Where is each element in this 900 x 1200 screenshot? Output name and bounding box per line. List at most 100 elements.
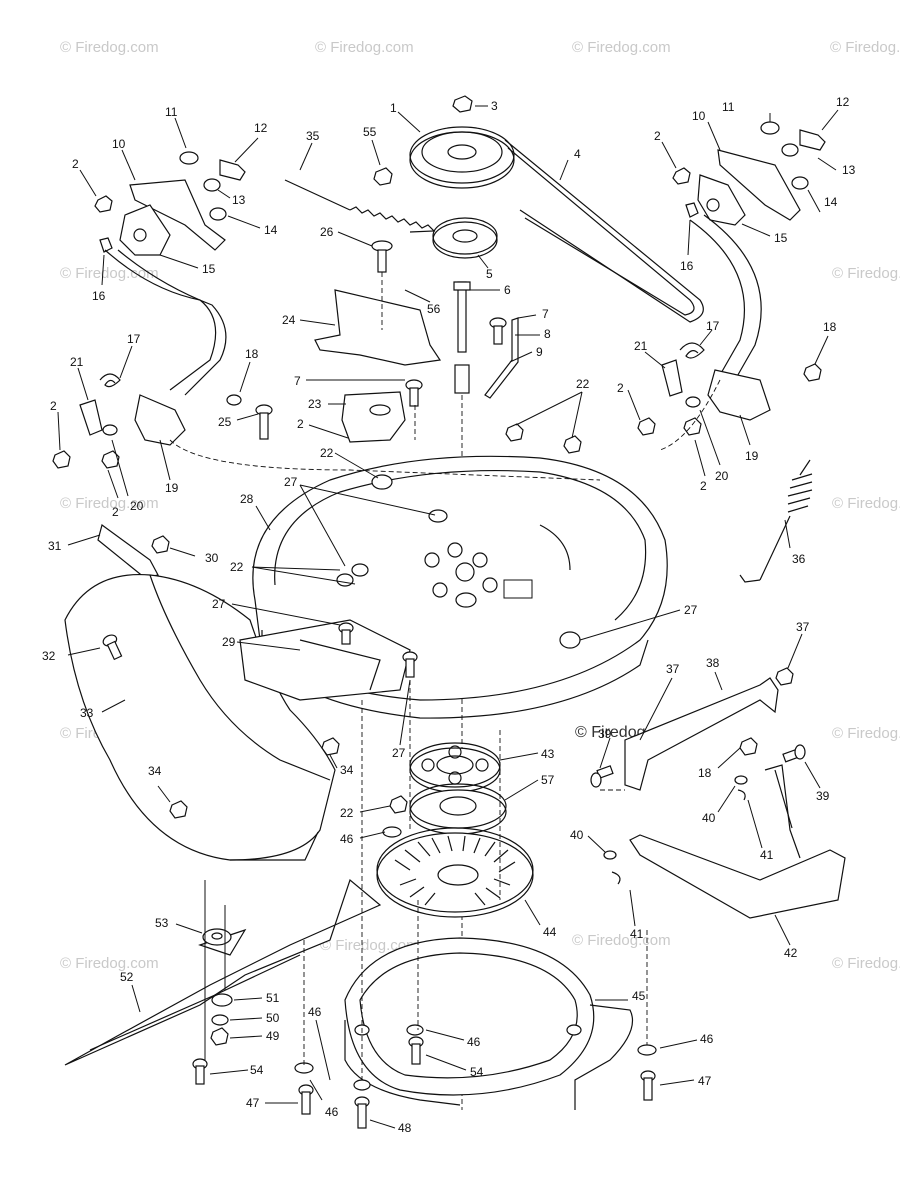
spring-36 [759, 459, 813, 581]
idler-bracket-24 [314, 289, 442, 366]
left-lower-bracket [52, 373, 242, 469]
callout-labels: 1 3 4 55 35 26 5 56 6 7 8 9 24 7 23 25 2… [42, 95, 856, 1135]
callout-label: 20 [130, 499, 144, 513]
watermark: © Firedog.com [320, 937, 419, 954]
washer-53 [202, 928, 232, 946]
callout-label: 14 [264, 223, 278, 237]
callout-label: 22 [230, 560, 244, 574]
shaft-6 [457, 281, 467, 353]
callout-label: 11 [165, 105, 178, 119]
callout-label: 45 [632, 989, 646, 1003]
callout-label: 37 [796, 620, 810, 634]
watermark: © Firedog.com [60, 265, 159, 282]
nut-22c [389, 795, 408, 814]
callout-label: 55 [363, 125, 377, 139]
bolt-48 [354, 1096, 370, 1129]
callout-label: 20 [715, 469, 729, 483]
bolt-27 [338, 622, 418, 678]
callout-label: 21 [634, 339, 648, 353]
callout-label: 49 [266, 1029, 280, 1043]
bolt-25 [255, 404, 273, 440]
callout-label: 19 [165, 481, 179, 495]
watermark: © Firedog.com [572, 932, 671, 949]
callout-label: 25 [218, 415, 232, 429]
nut-34b [169, 800, 188, 819]
washer-46 [382, 826, 402, 838]
callout-label: 3 [491, 99, 498, 113]
callout-label: 17 [706, 319, 720, 333]
callout-label: 46 [308, 1005, 322, 1019]
callout-label: 28 [240, 492, 254, 506]
callout-label: 14 [824, 195, 838, 209]
callout-label: 47 [698, 1074, 712, 1088]
callout-label: 8 [544, 327, 551, 341]
callout-label: 15 [202, 262, 216, 276]
callout-label: 35 [306, 129, 320, 143]
callout-label: 1 [390, 101, 397, 115]
callout-label: 2 [700, 479, 707, 493]
plate-23 [341, 391, 406, 443]
discharge-chute-33 [64, 573, 336, 861]
callout-label: 33 [80, 706, 94, 720]
callout-label: 2 [654, 129, 661, 143]
callout-label: 27 [392, 746, 406, 760]
callout-label: 9 [536, 345, 543, 359]
right-lift-arm [689, 219, 746, 376]
link-rod-42 [629, 834, 846, 919]
callout-label: 42 [784, 946, 798, 960]
callout-label: 29 [222, 635, 236, 649]
lift-bracket-38 [624, 677, 779, 791]
clip-41b [611, 871, 621, 885]
fan-44 [376, 827, 534, 918]
callout-label: 12 [254, 121, 268, 135]
callout-label: 27 [684, 603, 698, 617]
watermark: © Firedog.com [315, 39, 414, 56]
callout-label: 51 [266, 991, 280, 1005]
callout-label: 2 [617, 381, 624, 395]
spindle-57 [409, 783, 507, 835]
bolt-54-center [408, 1036, 424, 1065]
callout-label: 50 [266, 1011, 280, 1025]
bolt-47-right [640, 1070, 656, 1101]
callout-label: 46 [467, 1035, 481, 1049]
washer-46-bottom [353, 1079, 371, 1091]
callout-label: 38 [706, 656, 720, 670]
nut-22 [505, 423, 524, 442]
callout-label: 18 [823, 320, 837, 334]
callout-label: 6 [504, 283, 511, 297]
callout-label: 18 [245, 347, 259, 361]
callout-label: 48 [398, 1121, 412, 1135]
callout-label: 22 [576, 377, 590, 391]
nut-34a [321, 737, 340, 756]
callout-label: 46 [340, 832, 354, 846]
callout-label: 17 [127, 332, 141, 346]
callout-label: 40 [702, 811, 716, 825]
callout-label: 2 [297, 417, 304, 431]
callout-label: 32 [42, 649, 56, 663]
boxed-callout-frame [503, 579, 533, 599]
callout-label: 46 [325, 1105, 339, 1119]
callout-label: 12 [836, 95, 850, 109]
callout-label: 53 [155, 916, 169, 930]
spring-35 [284, 179, 436, 233]
watermark: © Firedog.com [60, 495, 159, 512]
right-lower-bracket [637, 342, 822, 436]
callout-label: 7 [294, 374, 301, 388]
callout-label: 4 [574, 147, 581, 161]
callout-label: 11 [722, 100, 735, 114]
callout-label: 57 [541, 773, 555, 787]
pulley-1 [409, 126, 515, 189]
leaders [57, 105, 839, 1129]
nut-30 [151, 535, 170, 554]
watermark: © Firedog.com [60, 955, 159, 972]
callout-label: 2 [72, 157, 79, 171]
callout-label: 54 [250, 1063, 264, 1077]
callout-label: 47 [246, 1096, 260, 1110]
spindle-43 [409, 742, 501, 793]
callout-label: 13 [842, 163, 856, 177]
nut-55 [373, 167, 393, 186]
callout-label: 41 [760, 848, 774, 862]
callout-label: 40 [570, 828, 584, 842]
nut-37 [775, 667, 794, 686]
